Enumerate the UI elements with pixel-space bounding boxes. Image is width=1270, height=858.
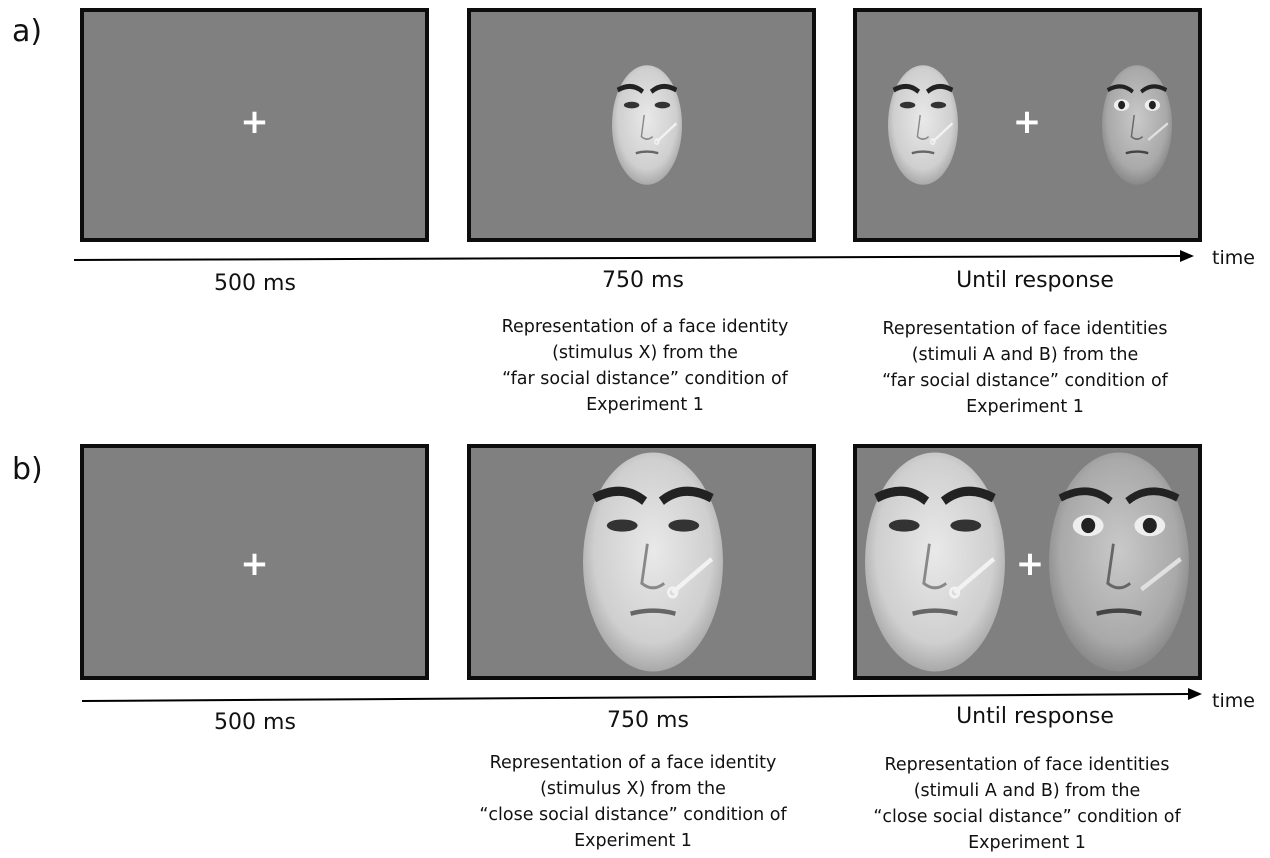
duration-response: Until response bbox=[956, 704, 1114, 729]
face-stimulus-a bbox=[865, 453, 1005, 672]
fixation-cross: + bbox=[240, 544, 269, 584]
face-stimulus-x bbox=[471, 12, 812, 238]
face-stimulus-a bbox=[888, 65, 958, 185]
choice-screen-b: + bbox=[853, 444, 1202, 680]
choice-screen-a: + bbox=[853, 8, 1202, 242]
stimulus-x-screen-b bbox=[467, 444, 816, 680]
time-arrow-a bbox=[73, 250, 1194, 262]
fixation-screen-b: + bbox=[80, 444, 429, 680]
duration-stimulus-x: 750 ms bbox=[607, 708, 689, 733]
fixation-cross: + bbox=[240, 102, 269, 142]
stimulus-x-screen-a bbox=[467, 8, 816, 242]
panel-label-a: a) bbox=[12, 14, 43, 49]
description-stimuli-a-b: Representation of face identities (stimu… bbox=[882, 319, 1168, 417]
fixation-cross: + bbox=[1015, 544, 1045, 584]
panel-label-b: b) bbox=[12, 452, 43, 487]
description-stimuli-a-b: Representation of face identities (stimu… bbox=[873, 755, 1181, 853]
fixation-screen-a: + bbox=[80, 8, 429, 242]
face-stimulus-b bbox=[1049, 453, 1189, 672]
time-arrow-b bbox=[81, 688, 1202, 702]
time-axis-label: time bbox=[1212, 247, 1255, 269]
face-stimulus-x bbox=[471, 448, 812, 676]
description-stimulus-x: Representation of a face identity (stimu… bbox=[479, 753, 787, 851]
duration-response: Until response bbox=[956, 268, 1114, 293]
fixation-cross: + bbox=[1012, 102, 1042, 142]
time-axis-label: time bbox=[1212, 690, 1255, 712]
description-stimulus-x: Representation of a face identity (stimu… bbox=[501, 317, 789, 415]
duration-fixation: 500 ms bbox=[214, 271, 296, 296]
duration-fixation: 500 ms bbox=[214, 710, 296, 735]
face-stimulus-b bbox=[1102, 65, 1172, 185]
duration-stimulus-x: 750 ms bbox=[602, 268, 684, 293]
